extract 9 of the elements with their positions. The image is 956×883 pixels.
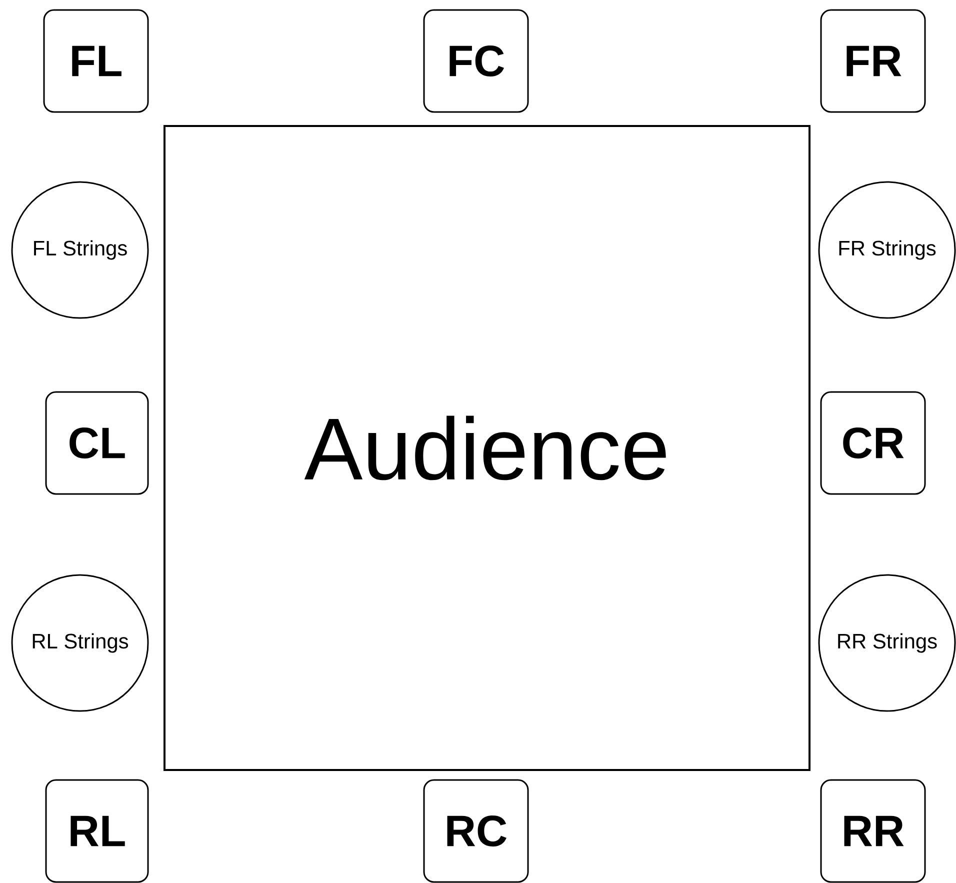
speaker-box: CL <box>45 391 149 495</box>
speaker-box: FC <box>423 9 529 113</box>
speaker-box: RR <box>820 779 926 883</box>
speaker-box: CR <box>820 391 926 495</box>
speaker-box: FL <box>43 9 149 113</box>
audience-area: Audience <box>164 124 810 771</box>
speaker-box: RC <box>423 779 529 883</box>
speaker-box: FR <box>820 9 926 113</box>
speaker-box: RL <box>45 779 149 883</box>
